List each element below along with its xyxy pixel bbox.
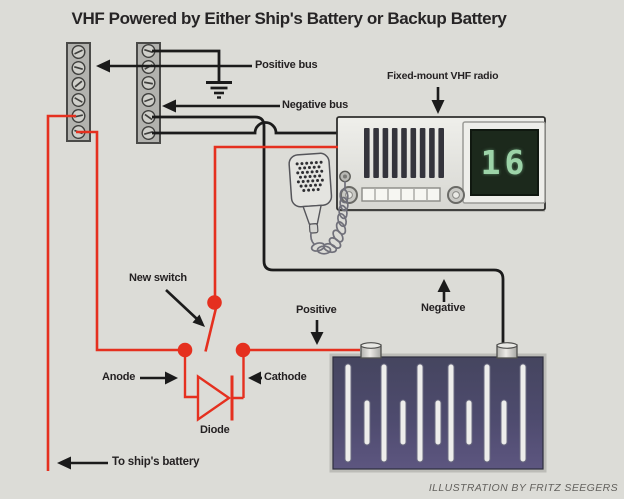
positive-bus-bar bbox=[66, 42, 91, 142]
positive-bus-arrow bbox=[96, 59, 252, 73]
illustration-credit: ILLUSTRATION BY FRITZ SEEGERS bbox=[428, 482, 618, 494]
label-positive-bus: Positive bus bbox=[255, 59, 318, 71]
label-diode: Diode bbox=[200, 424, 230, 436]
cathode-junction-dot bbox=[235, 342, 251, 358]
positive-wires bbox=[46, 114, 360, 471]
channel-display-value: 16 bbox=[480, 143, 529, 182]
switch-terminal-dot bbox=[207, 295, 222, 310]
battery-terminal-positive bbox=[360, 342, 382, 359]
vhf-radio bbox=[336, 116, 546, 212]
label-positive: Positive bbox=[296, 304, 337, 316]
callout-arrows bbox=[57, 59, 451, 470]
diagram-title: VHF Powered by Either Ship's Battery or … bbox=[71, 9, 507, 28]
label-cathode: Cathode bbox=[264, 371, 307, 383]
negative-arrow bbox=[437, 279, 451, 302]
anode-junction-dot bbox=[177, 342, 193, 358]
label-to-ships-battery: To ship's battery bbox=[112, 456, 200, 468]
mic-grille bbox=[295, 160, 324, 193]
anode-arrow bbox=[140, 371, 178, 385]
negative-bus-bar bbox=[136, 42, 161, 144]
label-vhf-radio: Fixed-mount VHF radio bbox=[387, 70, 499, 82]
negative-bus-arrow bbox=[162, 99, 280, 113]
channel-knob bbox=[447, 186, 465, 204]
vhf-radio-arrow bbox=[431, 87, 445, 114]
channel-display bbox=[462, 121, 546, 204]
microphone bbox=[288, 152, 349, 255]
negative-wires bbox=[152, 49, 505, 347]
label-new-switch: New switch bbox=[129, 272, 187, 284]
new-switch-symbol bbox=[177, 295, 251, 358]
label-anode: Anode bbox=[102, 371, 136, 383]
new-switch-arrow bbox=[165, 289, 205, 327]
mic-cord bbox=[309, 181, 349, 255]
ships-battery-arrow bbox=[57, 456, 108, 470]
ground-symbol bbox=[206, 81, 232, 99]
speaker-grille bbox=[364, 128, 444, 178]
battery-terminal-negative bbox=[496, 342, 518, 359]
diode-symbol bbox=[183, 352, 245, 422]
mic-jack bbox=[339, 170, 351, 183]
cathode-arrow bbox=[248, 371, 262, 385]
label-negative: Negative bbox=[421, 302, 466, 314]
backup-battery bbox=[329, 342, 547, 473]
button-row bbox=[361, 187, 441, 202]
label-negative-bus: Negative bus bbox=[282, 99, 349, 111]
positive-arrow bbox=[310, 320, 324, 345]
